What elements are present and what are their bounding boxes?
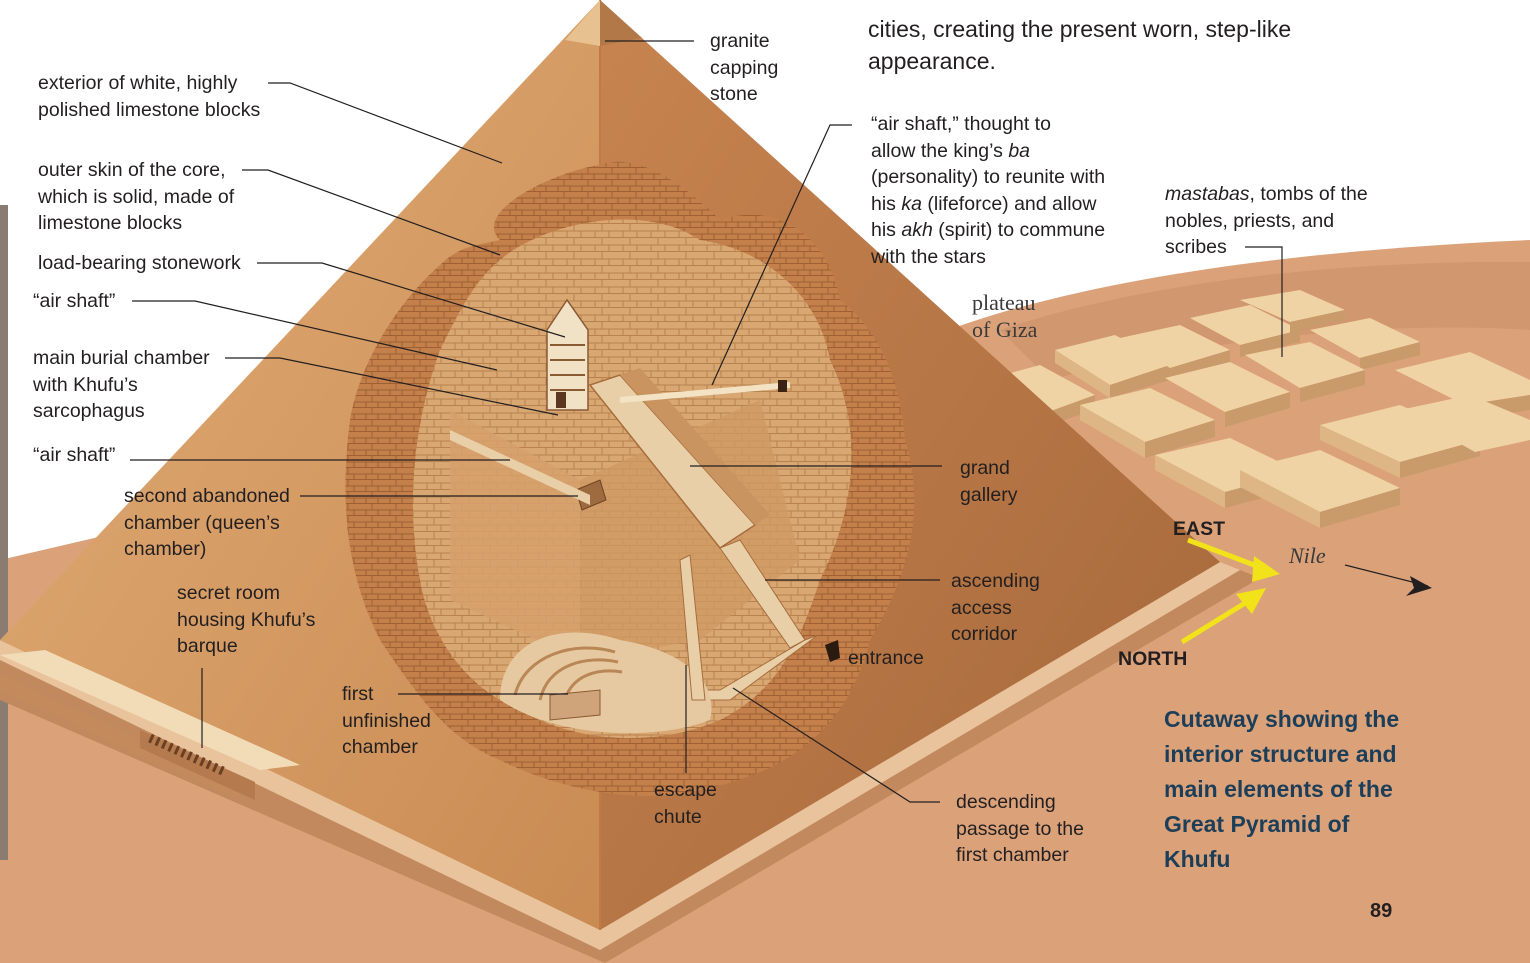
label-escape-chute: escape chute bbox=[654, 777, 717, 830]
label-plateau-of-giza: plateau of Giza bbox=[972, 289, 1037, 343]
intro-line: cities, creating the present worn, step-… bbox=[868, 13, 1291, 45]
label-north: NORTH bbox=[1118, 646, 1187, 673]
label-air-shaft-ba: “air shaft,” thought to allow the king’s… bbox=[871, 111, 1105, 270]
label-main-burial-chamber: main burial chamber with Khufu’s sarcoph… bbox=[33, 345, 210, 425]
label-second-abandoned-chamber: second abandoned chamber (queen’s chambe… bbox=[124, 483, 290, 563]
label-exterior: exterior of white, highly polished limes… bbox=[38, 70, 260, 123]
label-entrance: entrance bbox=[848, 645, 924, 672]
intro-text: cities, creating the present worn, step-… bbox=[868, 13, 1291, 77]
label-mastabas: mastabas, tombs of the nobles, priests, … bbox=[1165, 181, 1368, 261]
label-outer-skin: outer skin of the core, which is solid, … bbox=[38, 157, 234, 237]
label-air-shaft-lower: “air shaft” bbox=[33, 442, 115, 469]
figure-caption: Cutaway showing the interior structure a… bbox=[1164, 702, 1399, 877]
intro-line: appearance. bbox=[868, 45, 1291, 77]
label-granite-capping-stone: granite capping stone bbox=[710, 28, 778, 108]
label-load-bearing-stonework: load-bearing stonework bbox=[38, 250, 241, 277]
label-east: EAST bbox=[1173, 516, 1225, 543]
label-descending-passage: descending passage to the first chamber bbox=[956, 789, 1084, 869]
left-edge-strip bbox=[0, 205, 8, 860]
label-grand-gallery: grand gallery bbox=[960, 455, 1017, 508]
label-first-unfinished-chamber: first unfinished chamber bbox=[342, 681, 431, 761]
label-nile: Nile bbox=[1289, 543, 1326, 570]
label-ascending-access-corridor: ascending access corridor bbox=[951, 568, 1040, 648]
granite-capping-stone-shape bbox=[565, 0, 600, 46]
label-air-shaft-upper: “air shaft” bbox=[33, 288, 115, 315]
label-secret-room: secret room housing Khufu’s barque bbox=[177, 580, 315, 660]
page-number: 89 bbox=[1370, 900, 1392, 923]
